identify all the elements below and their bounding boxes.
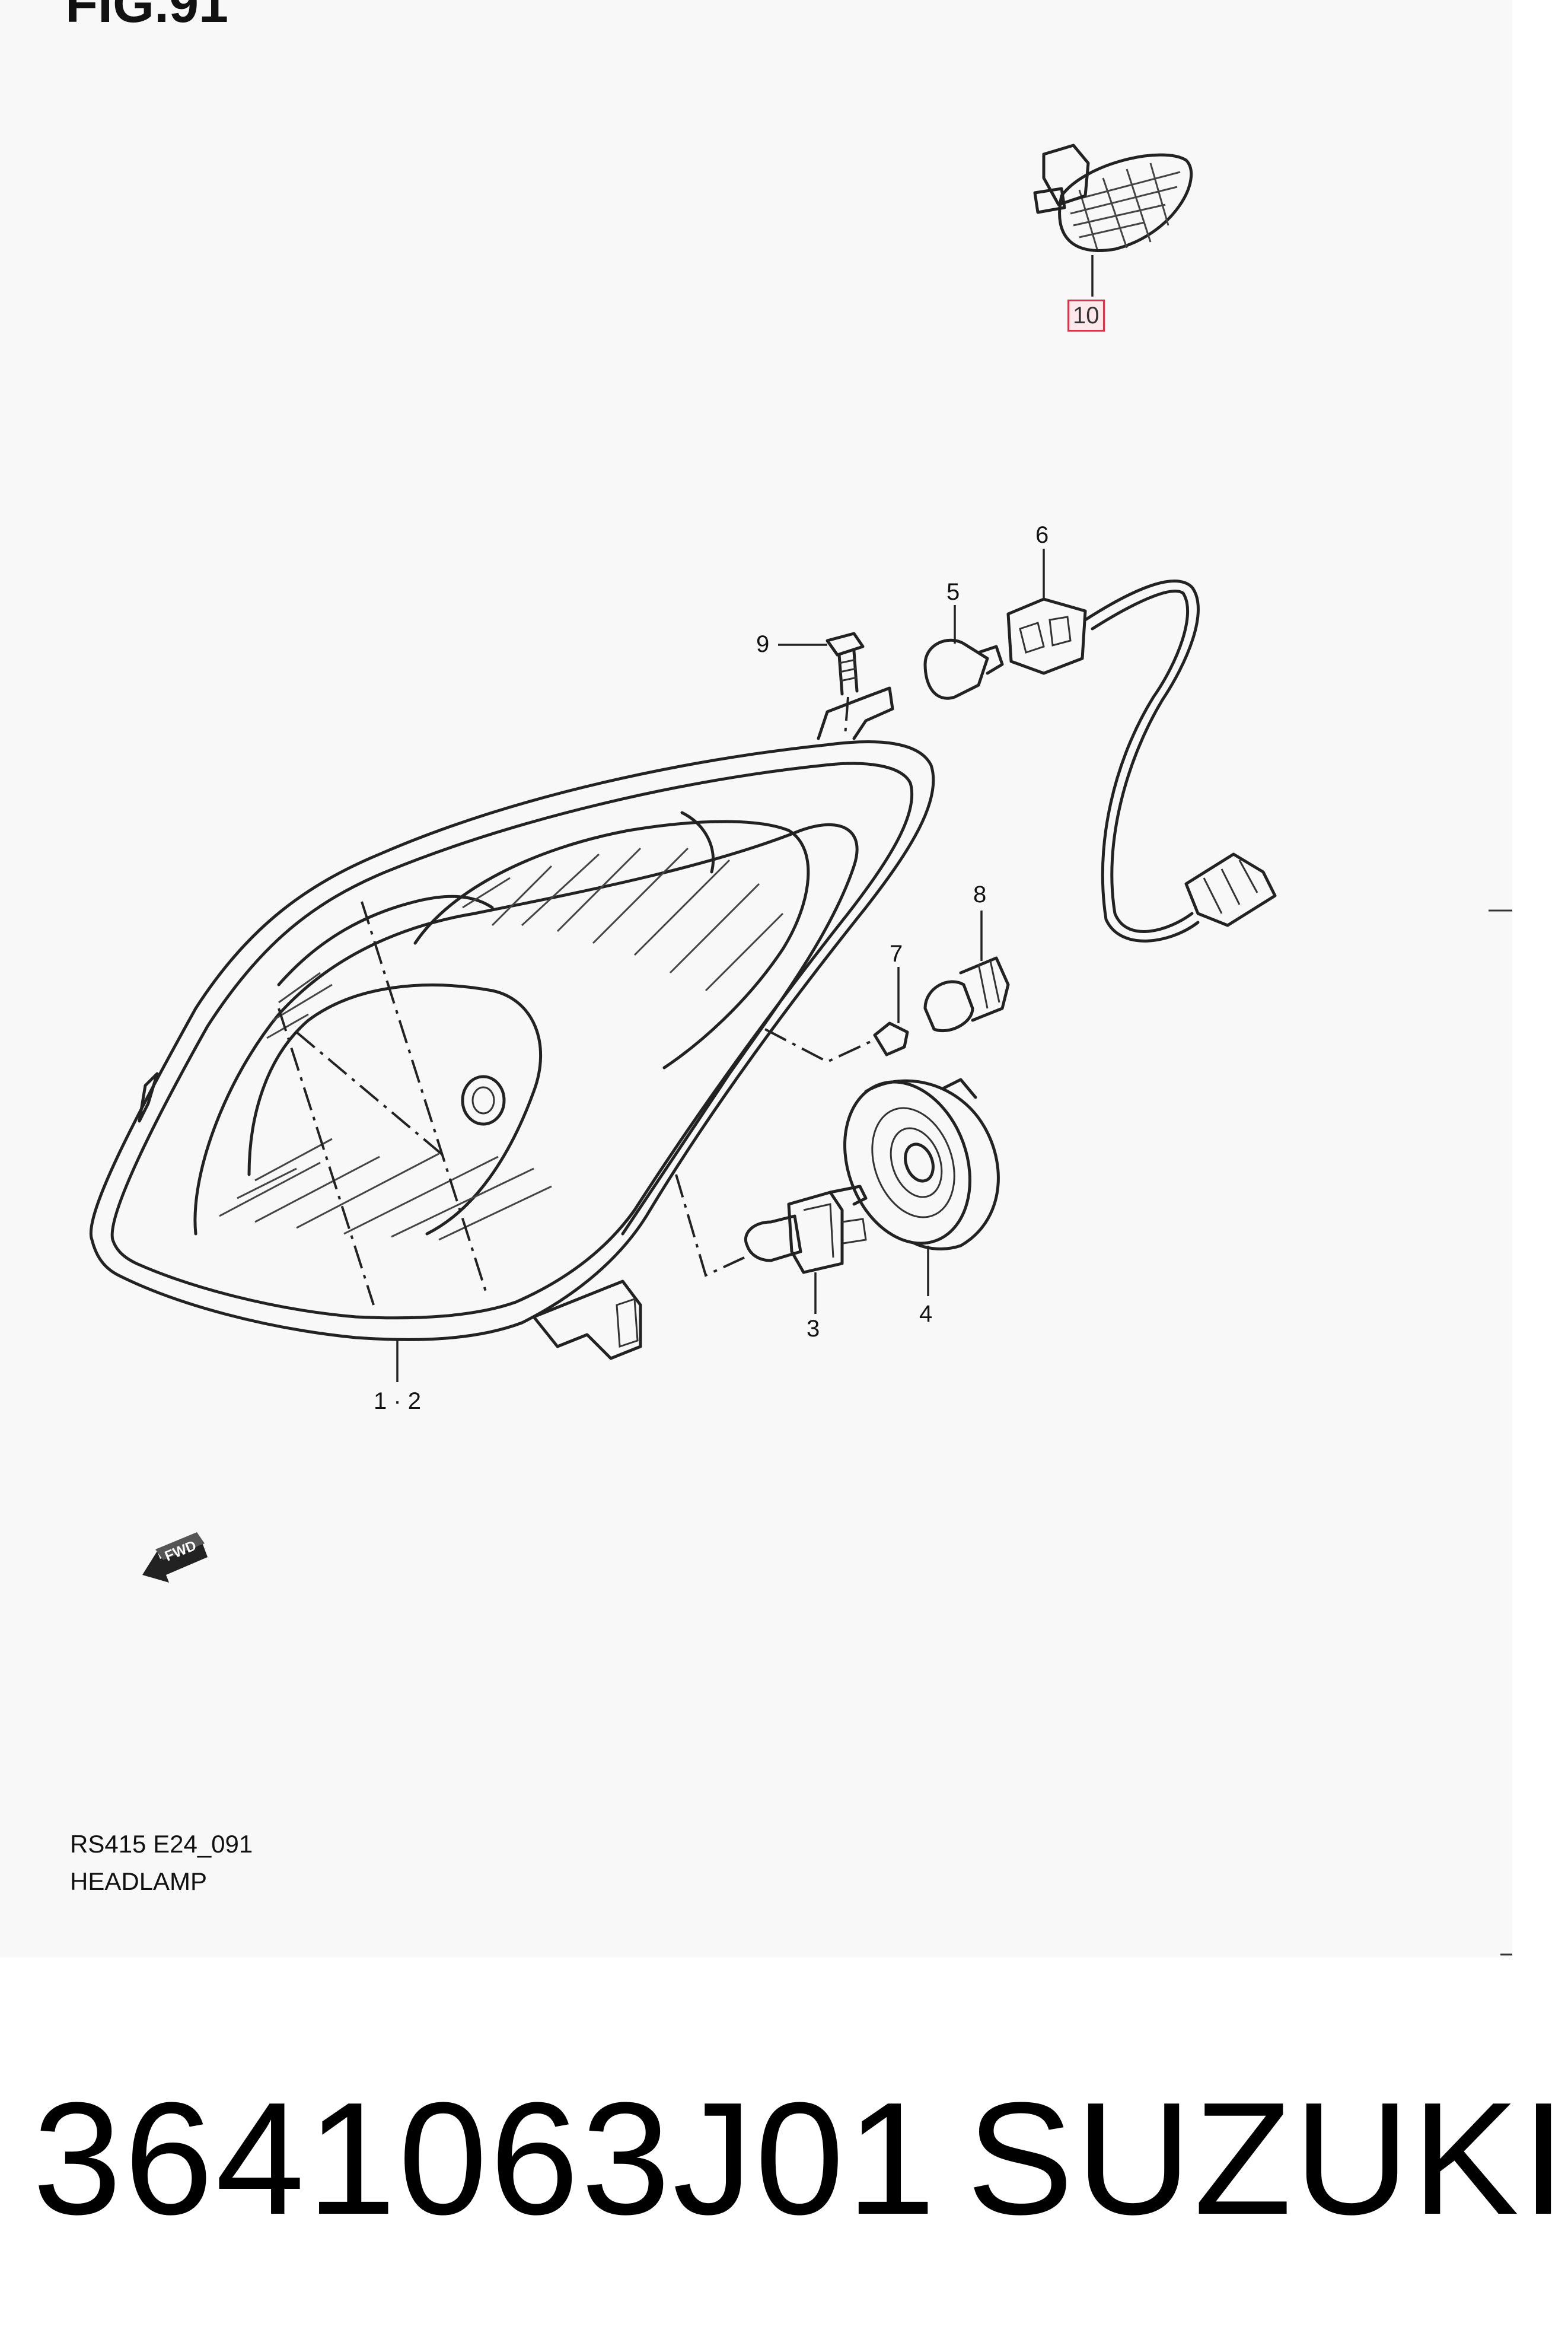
callout-6[interactable]: 6 bbox=[1035, 522, 1049, 548]
screw-part bbox=[778, 632, 865, 736]
position-bulb-part bbox=[764, 967, 909, 1064]
callout-9[interactable]: 9 bbox=[756, 631, 770, 657]
callout-3[interactable]: 3 bbox=[807, 1316, 820, 1342]
part-number: 3641063J01 bbox=[33, 2070, 938, 2248]
fwd-arrow-icon: FWD bbox=[142, 1532, 208, 1583]
side-marker-lamp-part bbox=[1033, 144, 1193, 297]
callout-1-2[interactable]: 1 · 2 bbox=[374, 1388, 422, 1414]
drawing-code: RS415 E24_091 bbox=[70, 1830, 253, 1858]
callout-10[interactable]: 10 bbox=[1067, 300, 1105, 332]
callout-4[interactable]: 4 bbox=[919, 1301, 933, 1327]
socket-harness-part bbox=[1006, 549, 1277, 943]
callout-7[interactable]: 7 bbox=[890, 941, 903, 967]
wedge-bulb-part bbox=[923, 605, 1004, 700]
diagram-sheet: FIG.91 bbox=[65, 0, 1512, 1956]
callout-8[interactable]: 8 bbox=[973, 881, 987, 908]
headlamp-assembly-part bbox=[89, 686, 935, 1382]
dust-cover-part bbox=[843, 1078, 1000, 1296]
brand-name: SUZUKI bbox=[967, 2070, 1568, 2248]
headlamp-bulb-part bbox=[675, 1174, 868, 1314]
figure-title: FIG.91 bbox=[65, 0, 229, 34]
headlamp-exploded-diagram: FWD bbox=[89, 144, 1512, 1956]
drawing-name: HEADLAMP bbox=[70, 1867, 208, 1895]
callout-5[interactable]: 5 bbox=[946, 579, 960, 605]
position-socket-part bbox=[923, 911, 1010, 1033]
